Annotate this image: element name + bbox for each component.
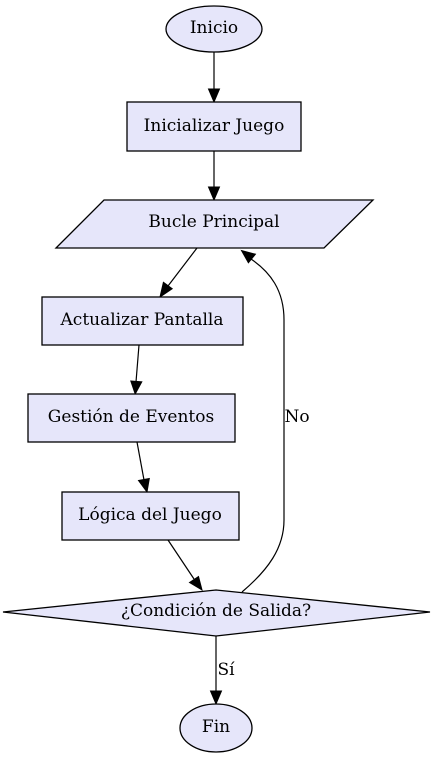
node-fin: Fin — [179, 703, 253, 753]
node-fin-label: Fin — [202, 717, 230, 737]
node-inicio: Inicio — [165, 5, 263, 53]
decision-diamond — [2, 589, 431, 637]
node-gestion-label: Gestión de Eventos — [48, 407, 214, 427]
edge-inicio-to-inicializar — [207, 52, 221, 104]
process-box — [126, 101, 302, 152]
edge-bucle-to-actualizar — [159, 247, 198, 299]
node-bucle-principal: Bucle Principal — [54, 199, 375, 249]
edge-condicion-to-bucle-no — [240, 249, 285, 593]
node-inicializar-label: Inicializar Juego — [144, 116, 285, 136]
edge-label-si: Sí — [217, 660, 235, 680]
node-actualizar-pantalla: Actualizar Pantalla — [41, 296, 244, 346]
edge-label-no: No — [284, 407, 309, 427]
edges — [130, 52, 285, 706]
node-gestion-eventos: Gestión de Eventos — [27, 393, 236, 443]
process-box — [27, 393, 236, 443]
node-logica-juego: Lógica del Juego — [61, 491, 240, 541]
loop-parallelogram — [54, 199, 375, 249]
edge-gestion-to-logica — [136, 441, 150, 494]
node-inicializar-juego: Inicializar Juego — [126, 101, 302, 152]
process-box — [41, 296, 244, 346]
edge-logica-to-condicion — [167, 539, 203, 592]
node-logica-label: Lógica del Juego — [78, 505, 222, 525]
edge-inicializar-to-bucle — [207, 151, 221, 202]
process-box — [61, 491, 240, 541]
node-bucle-label: Bucle Principal — [148, 212, 279, 232]
end-ellipse — [179, 703, 253, 753]
edge-condicion-to-fin-si — [209, 636, 223, 706]
node-inicio-label: Inicio — [190, 18, 238, 38]
start-ellipse — [165, 5, 263, 53]
node-condicion-salida: ¿Condición de Salida? — [2, 589, 431, 637]
node-actualizar-label: Actualizar Pantalla — [60, 310, 224, 330]
edge-actualizar-to-gestion — [130, 344, 143, 396]
node-condicion-label: ¿Condición de Salida? — [121, 601, 311, 621]
